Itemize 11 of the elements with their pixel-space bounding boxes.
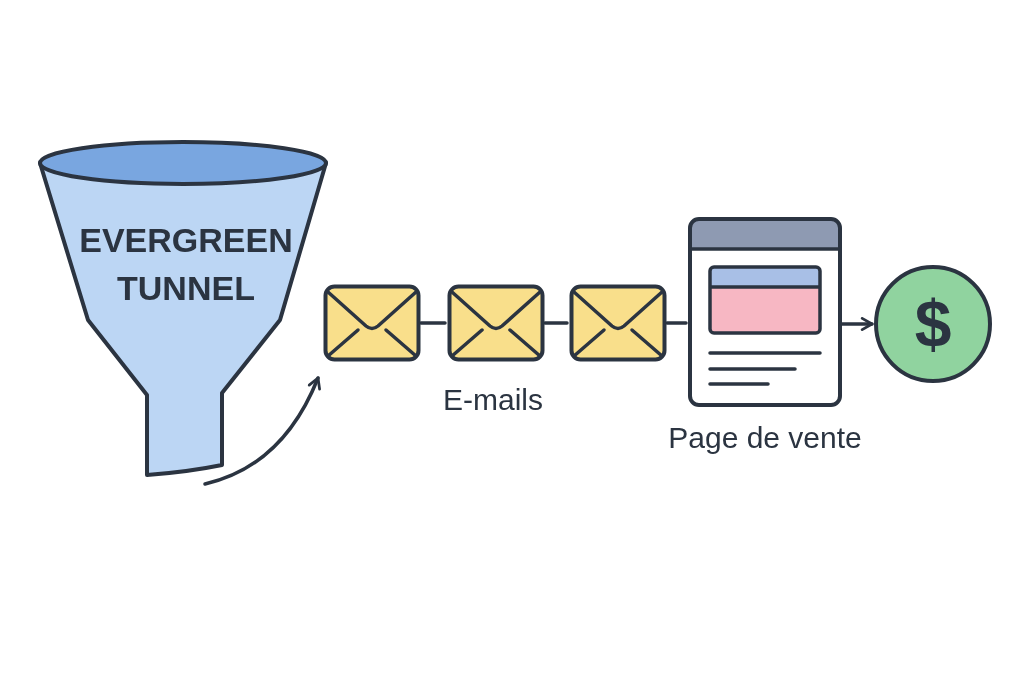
dollar-sign: $ (914, 288, 952, 360)
caption-text: Page de vente (667, 420, 863, 456)
web-page-drawing (688, 217, 842, 407)
group-label: E-mails (442, 382, 544, 418)
envelope-icon (323, 284, 421, 362)
connector-line (665, 321, 688, 325)
envelope-icon (447, 284, 545, 362)
envelope-icon (569, 284, 667, 362)
arrow (840, 317, 874, 331)
connector-line (543, 321, 569, 325)
connector-line (419, 321, 447, 325)
